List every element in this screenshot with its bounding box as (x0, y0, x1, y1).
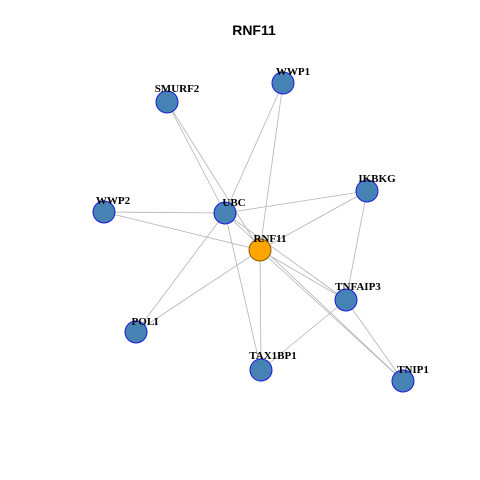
node-label-wwp2: WWP2 (96, 195, 131, 207)
node-rnf11[interactable]: RNF11 (248, 233, 287, 262)
node-circle-wwp1[interactable] (271, 71, 295, 95)
edge-rnf11-ikbkg (259, 190, 368, 251)
node-circle-tnfaip3[interactable] (334, 288, 358, 312)
node-poli[interactable]: POLI (124, 316, 159, 344)
edge-rnf11-tax1bp1 (259, 249, 262, 371)
edge-wwp2-rnf11 (103, 211, 261, 251)
edge-rnf11-tnip1 (259, 249, 404, 382)
edge-wwp1-rnf11 (259, 82, 284, 251)
node-label-ubc: UBC (222, 197, 245, 209)
node-label-tnfaip3: TNFAIP3 (335, 281, 381, 293)
node-tax1bp1[interactable]: TAX1BP1 (249, 350, 297, 382)
node-circle-tnip1[interactable] (391, 369, 415, 393)
node-circle-smurf2[interactable] (155, 90, 179, 114)
edge-tnfaip3-tax1bp1 (260, 299, 347, 371)
edge-wwp1-ubc (224, 82, 284, 214)
node-smurf2[interactable]: SMURF2 (155, 83, 200, 114)
node-circle-rnf11[interactable] (248, 238, 272, 262)
edge-layer (103, 82, 404, 382)
node-ubc[interactable]: UBC (213, 197, 246, 225)
node-label-rnf11: RNF11 (254, 233, 287, 245)
node-circle-ikbkg[interactable] (355, 179, 379, 203)
node-label-tax1bp1: TAX1BP1 (249, 350, 296, 362)
edge-tnfaip3-tnip1 (345, 299, 404, 382)
node-circle-wwp2[interactable] (92, 200, 116, 224)
node-circle-poli[interactable] (124, 320, 148, 344)
edge-ubc-tax1bp1 (224, 212, 262, 371)
node-tnfaip3[interactable]: TNFAIP3 (334, 281, 381, 312)
edge-ikbkg-tnfaip3 (345, 190, 368, 301)
edge-smurf2-rnf11 (166, 101, 261, 251)
edge-rnf11-tnfaip3 (259, 249, 347, 301)
node-label-smurf2: SMURF2 (155, 83, 200, 95)
edge-smurf2-ubc (166, 101, 226, 214)
node-ikbkg[interactable]: IKBKG (355, 173, 396, 203)
edge-wwp2-ubc (103, 211, 226, 214)
graph-title: RNF11 (232, 22, 276, 38)
edge-ubc-tnfaip3 (224, 212, 347, 301)
node-circle-ubc[interactable] (213, 201, 237, 225)
edge-ubc-poli (135, 212, 226, 333)
edge-rnf11-poli (135, 249, 261, 333)
node-label-ikbkg: IKBKG (358, 173, 396, 185)
node-label-wwp1: WWP1 (276, 66, 310, 78)
node-wwp2[interactable]: WWP2 (92, 195, 131, 224)
node-circle-tax1bp1[interactable] (249, 358, 273, 382)
node-label-poli: POLI (132, 316, 159, 328)
node-wwp1[interactable]: WWP1 (271, 66, 310, 95)
node-label-tnip1: TNIP1 (397, 364, 429, 376)
node-tnip1[interactable]: TNIP1 (391, 364, 429, 393)
edge-ubc-ikbkg (224, 190, 368, 214)
